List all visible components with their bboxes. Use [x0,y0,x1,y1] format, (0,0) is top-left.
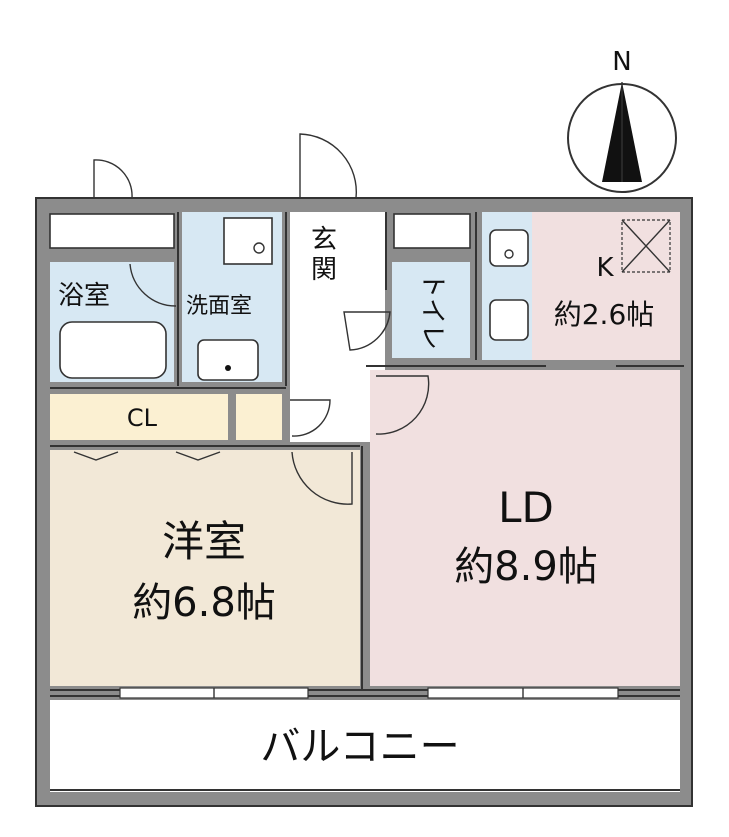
label-entrance-top: 玄 [311,225,337,255]
room-living [370,370,680,686]
kitchen-sink [489,229,529,267]
compass-north-label: N [612,47,631,77]
compass-icon [567,82,677,193]
washroom-basin [197,339,259,381]
label-balcony: バルコニー [260,724,459,770]
fixtures [59,217,671,381]
label-toilet: トイレ [417,272,447,350]
label-western: 洋室 [162,517,246,566]
label-living-size: 約8.9帖 [454,544,598,590]
label-western-size: 約6.8帖 [132,580,276,626]
shelf-mid [393,213,471,249]
closet-main [50,394,228,440]
label-kitchen-size: 約2.6帖 [554,298,655,331]
label-closet: CL [127,404,158,432]
balcony [50,700,680,792]
bathtub [59,321,167,379]
label-living: LD [498,483,554,532]
label-washroom: 洗面室 [186,294,252,319]
doors [73,133,430,505]
label-bath: 浴室 [58,281,110,311]
shelf-left [49,213,175,249]
kitchen-stove [489,299,529,341]
room-western [50,450,360,686]
balcony-windows [119,687,619,699]
label-entrance-bottom: 関 [311,255,337,285]
room-toilet [392,262,470,358]
washroom-washer [223,217,273,265]
room-entrance [290,212,385,442]
closet-small [236,394,282,440]
label-kitchen: K [596,253,614,283]
